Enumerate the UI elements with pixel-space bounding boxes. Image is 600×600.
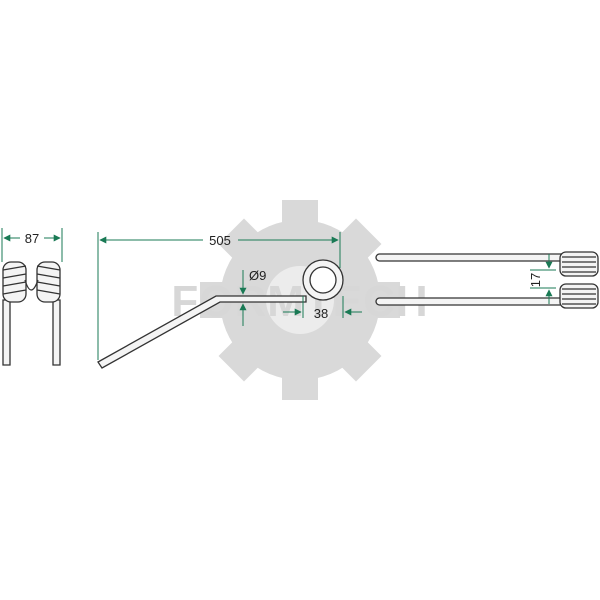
coil-diameter-dimension: 38 [283,296,362,321]
top-view [375,251,599,309]
front-view [2,261,61,366]
width-dimension: 87 [1,228,63,262]
side-view [97,259,344,369]
length-dimension: 505 [97,232,341,360]
wire-diameter-label: Ø9 [249,268,266,283]
coil-offset-label: 17 [528,273,543,287]
wire-diameter-dimension: Ø9 [239,268,266,326]
width-label: 87 [25,231,39,246]
coil-diameter-label: 38 [314,306,328,321]
coil-offset-dimension: 17 [528,254,556,304]
length-label: 505 [209,233,231,248]
